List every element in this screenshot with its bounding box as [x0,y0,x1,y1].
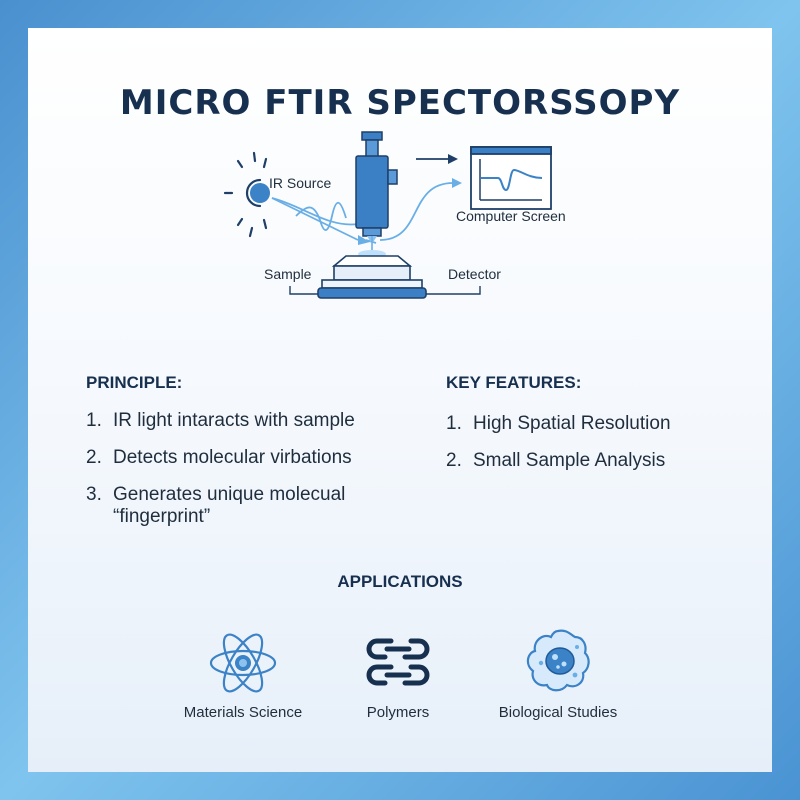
detector-label: Detector [448,266,501,282]
application-label: Biological Studies [498,704,618,721]
application-label: Polymers [366,704,430,721]
application-polymers: Polymers [338,623,458,721]
principle-item: 1.IR light intaracts with sample [86,410,355,431]
ir-source-icon [223,151,268,238]
principle-heading: PRINCIPLE: [86,373,183,392]
principle-item: 2.Detects molecular virbations [86,447,352,468]
key-features-list: 1.High Spatial Resolution 2.Small Sample… [446,413,746,487]
chain-links-icon [366,638,430,686]
key-features-heading: KEY FEATURES: [446,373,582,392]
applications-heading: APPLICATIONS [337,572,463,591]
principle-item: 3.Generates unique molecual “fingerprint… [86,484,346,527]
microscope-icon [355,131,398,244]
arrow-to-computer-top [416,154,458,164]
application-biological-studies: Biological Studies [483,623,633,721]
ir-beam-paths [271,197,377,244]
sample-label: Sample [264,266,312,282]
beam-arrowhead-lower [358,235,370,245]
ir-source-label: IR Source [269,175,332,191]
computer-screen-icon [470,146,552,210]
application-label: Materials Science [183,704,303,721]
principle-list: 1.IR light intaracts with sample 2.Detec… [86,410,416,543]
page-title: MICRO FTIR SPECTORSSOPY [119,83,681,123]
atom-icon [209,633,277,693]
microscope-stage [317,255,427,299]
feature-item: 1.High Spatial Resolution [446,413,671,434]
ftir-schematic-diagram [223,131,552,299]
computer-screen-label: Computer Screen [456,208,566,224]
baseline-bracket [289,286,481,295]
feature-item: 2.Small Sample Analysis [446,450,666,471]
application-materials-science: Materials Science [173,623,313,721]
arrow-to-computer-curve [379,178,462,241]
infographic-card: MICRO FTIR SPECTORSSOPY [28,28,772,772]
cell-icon [526,629,590,692]
ir-source-core [250,183,270,203]
